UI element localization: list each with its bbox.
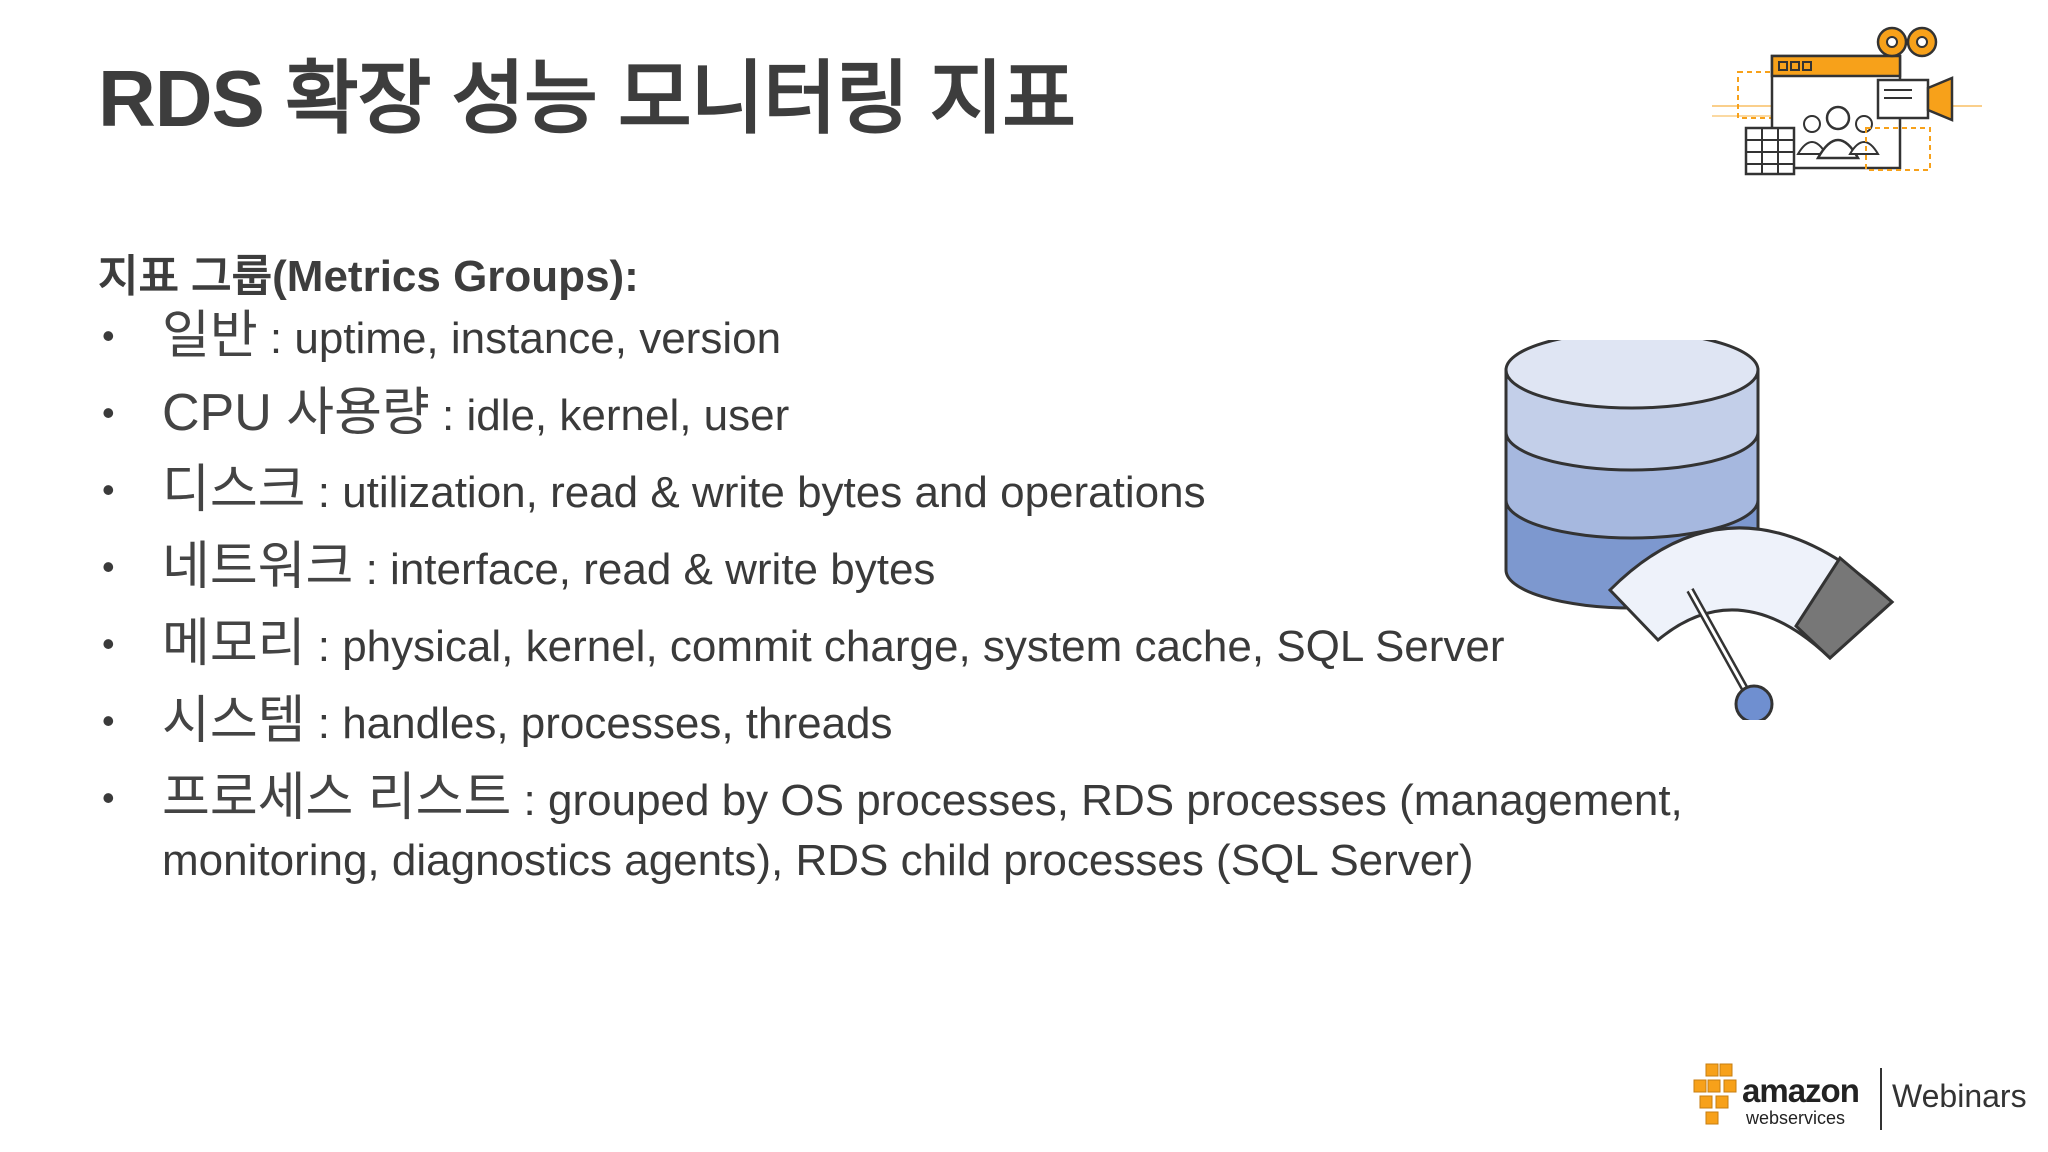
group-metrics: : idle, kernel, user <box>429 391 790 440</box>
group-metrics: : utilization, read & write bytes and op… <box>305 468 1206 517</box>
group-metrics: : physical, kernel, commit charge, syste… <box>305 622 1505 671</box>
bullet-icon: • <box>102 469 115 510</box>
webinar-presentation-icon <box>1712 24 1992 189</box>
logo-divider <box>1880 1068 1882 1130</box>
slide-title: RDS 확장 성능 모니터링 지표 <box>98 54 1076 143</box>
list-item: • 시스템 : handles, processes, threads <box>98 691 1798 754</box>
group-name: CPU 사용량 <box>162 384 430 442</box>
group-name: 네트워크 <box>162 538 354 596</box>
list-item: • 메모리 : physical, kernel, commit charge, … <box>98 614 1798 677</box>
logo-amazon: amazon <box>1742 1072 1860 1109</box>
logo-webservices: webservices <box>1746 1108 1846 1128</box>
bullet-icon: • <box>102 623 115 664</box>
group-name: 메모리 <box>162 615 306 673</box>
list-item: • 디스크 : utilization, read & write bytes a… <box>98 460 1798 523</box>
group-metrics: : grouped by OS processes, RDS processes… <box>162 776 1683 885</box>
group-metrics: : interface, read & write bytes <box>353 545 936 594</box>
bullet-icon: • <box>102 392 115 433</box>
group-name: 시스템 <box>162 692 306 750</box>
group-name: 디스크 <box>162 461 306 519</box>
group-metrics: : uptime, instance, version <box>257 314 782 363</box>
group-metrics: : handles, processes, threads <box>305 699 893 748</box>
section-heading: 지표 그룹(Metrics Groups): <box>98 252 639 301</box>
group-name: 일반 <box>162 307 258 365</box>
database-gauge-icon <box>1500 330 1900 725</box>
logo-webinars: Webinars <box>1892 1078 2027 1114</box>
bullet-icon: • <box>102 777 115 818</box>
bullet-icon: • <box>102 546 115 587</box>
bullet-icon: • <box>102 700 115 741</box>
list-item: • CPU 사용량 : idle, kernel, user <box>98 383 1798 446</box>
aws-cubes-icon <box>1690 1062 1742 1133</box>
aws-webinars-logo: amazon webservices Webinars <box>1690 1054 2030 1134</box>
list-item: • 네트워크 : interface, read & write bytes <box>98 537 1798 600</box>
group-name: 프로세스 리스트 <box>162 769 512 827</box>
list-item: • 프로세스 리스트 : grouped by OS processes, RDS… <box>98 768 1842 891</box>
bullet-icon: • <box>102 315 115 356</box>
metrics-group-list: • 일반 : uptime, instance, version • CPU 사용량… <box>98 306 1798 905</box>
list-item: • 일반 : uptime, instance, version <box>98 306 1798 369</box>
